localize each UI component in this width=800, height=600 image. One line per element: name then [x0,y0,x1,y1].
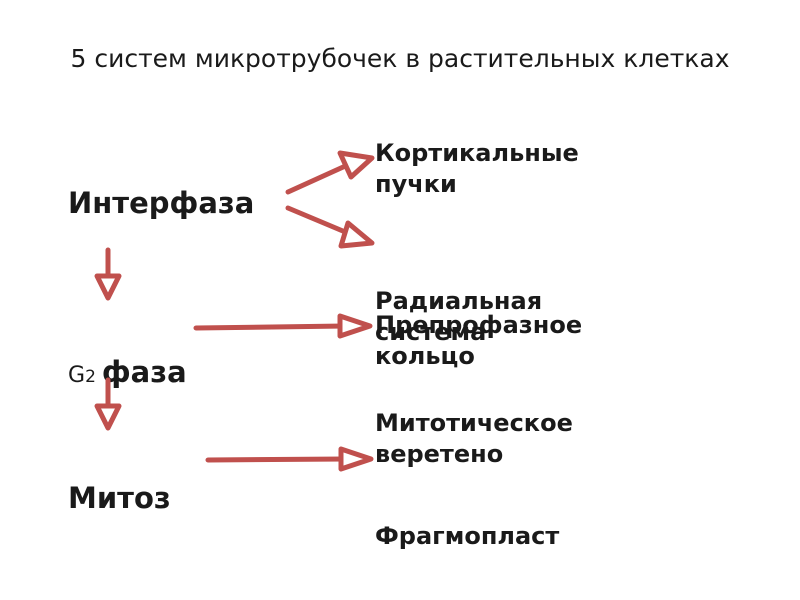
system-mitotic-spindle: Митотическое веретено [375,409,573,468]
slide-title: 5 систем микротрубочек в растительных кл… [70,44,730,73]
system-radial: Радиальная система [375,287,543,346]
arrow-g2-to-preprophase [193,313,373,339]
g2-letter: G [68,363,86,388]
system-cortical-bundles: Кортикальные пучки [375,139,579,198]
g2-phase-word: фаза [101,355,187,389]
arrow-interphase-to-radial [285,205,375,249]
arrow-interphase-to-cortical [285,150,375,195]
system-phragmoplast: Фрагмопласт [375,522,560,550]
g2-subscript: 2 [85,367,96,387]
arrow-interphase-to-g2 [94,247,122,301]
stage-mitosis: Митоз [68,481,171,515]
system-preprophase-band: Препрофазное кольцо [375,311,583,370]
arrow-mitosis-to-spindle [205,446,374,472]
stage-interphase: Интерфаза [68,186,255,220]
